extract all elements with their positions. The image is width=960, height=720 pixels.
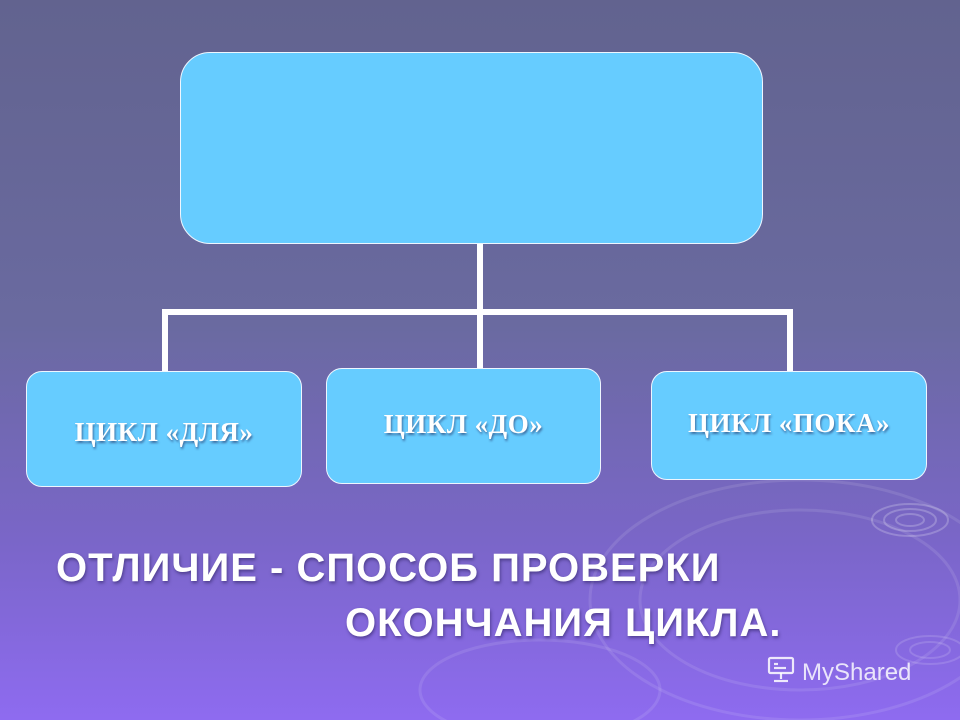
- watermark-text: MyShared: [802, 658, 912, 686]
- node-loop-while-label: ЦИКЛ «ПОКА»: [687, 407, 891, 438]
- node-loop-until-label: ЦИКЛ «ДО»: [383, 409, 544, 439]
- node-loop-for: ЦИКЛ «ДЛЯ»: [26, 371, 302, 487]
- caption-line-1: ОТЛИЧИЕ - СПОСОБ ПРОВЕРКИ: [56, 546, 721, 590]
- node-loop-for-label: ЦИКЛ «ДЛЯ»: [74, 417, 254, 447]
- caption-line-2: ОКОНЧАНИЯ ЦИКЛА.: [345, 601, 782, 645]
- presentation-board-icon: [766, 655, 796, 690]
- node-loop-until: ЦИКЛ «ДО»: [326, 368, 601, 484]
- watermark: MyShared: [766, 655, 911, 690]
- node-loop-while: ЦИКЛ «ПОКА»: [651, 371, 927, 480]
- root-node: [180, 52, 763, 244]
